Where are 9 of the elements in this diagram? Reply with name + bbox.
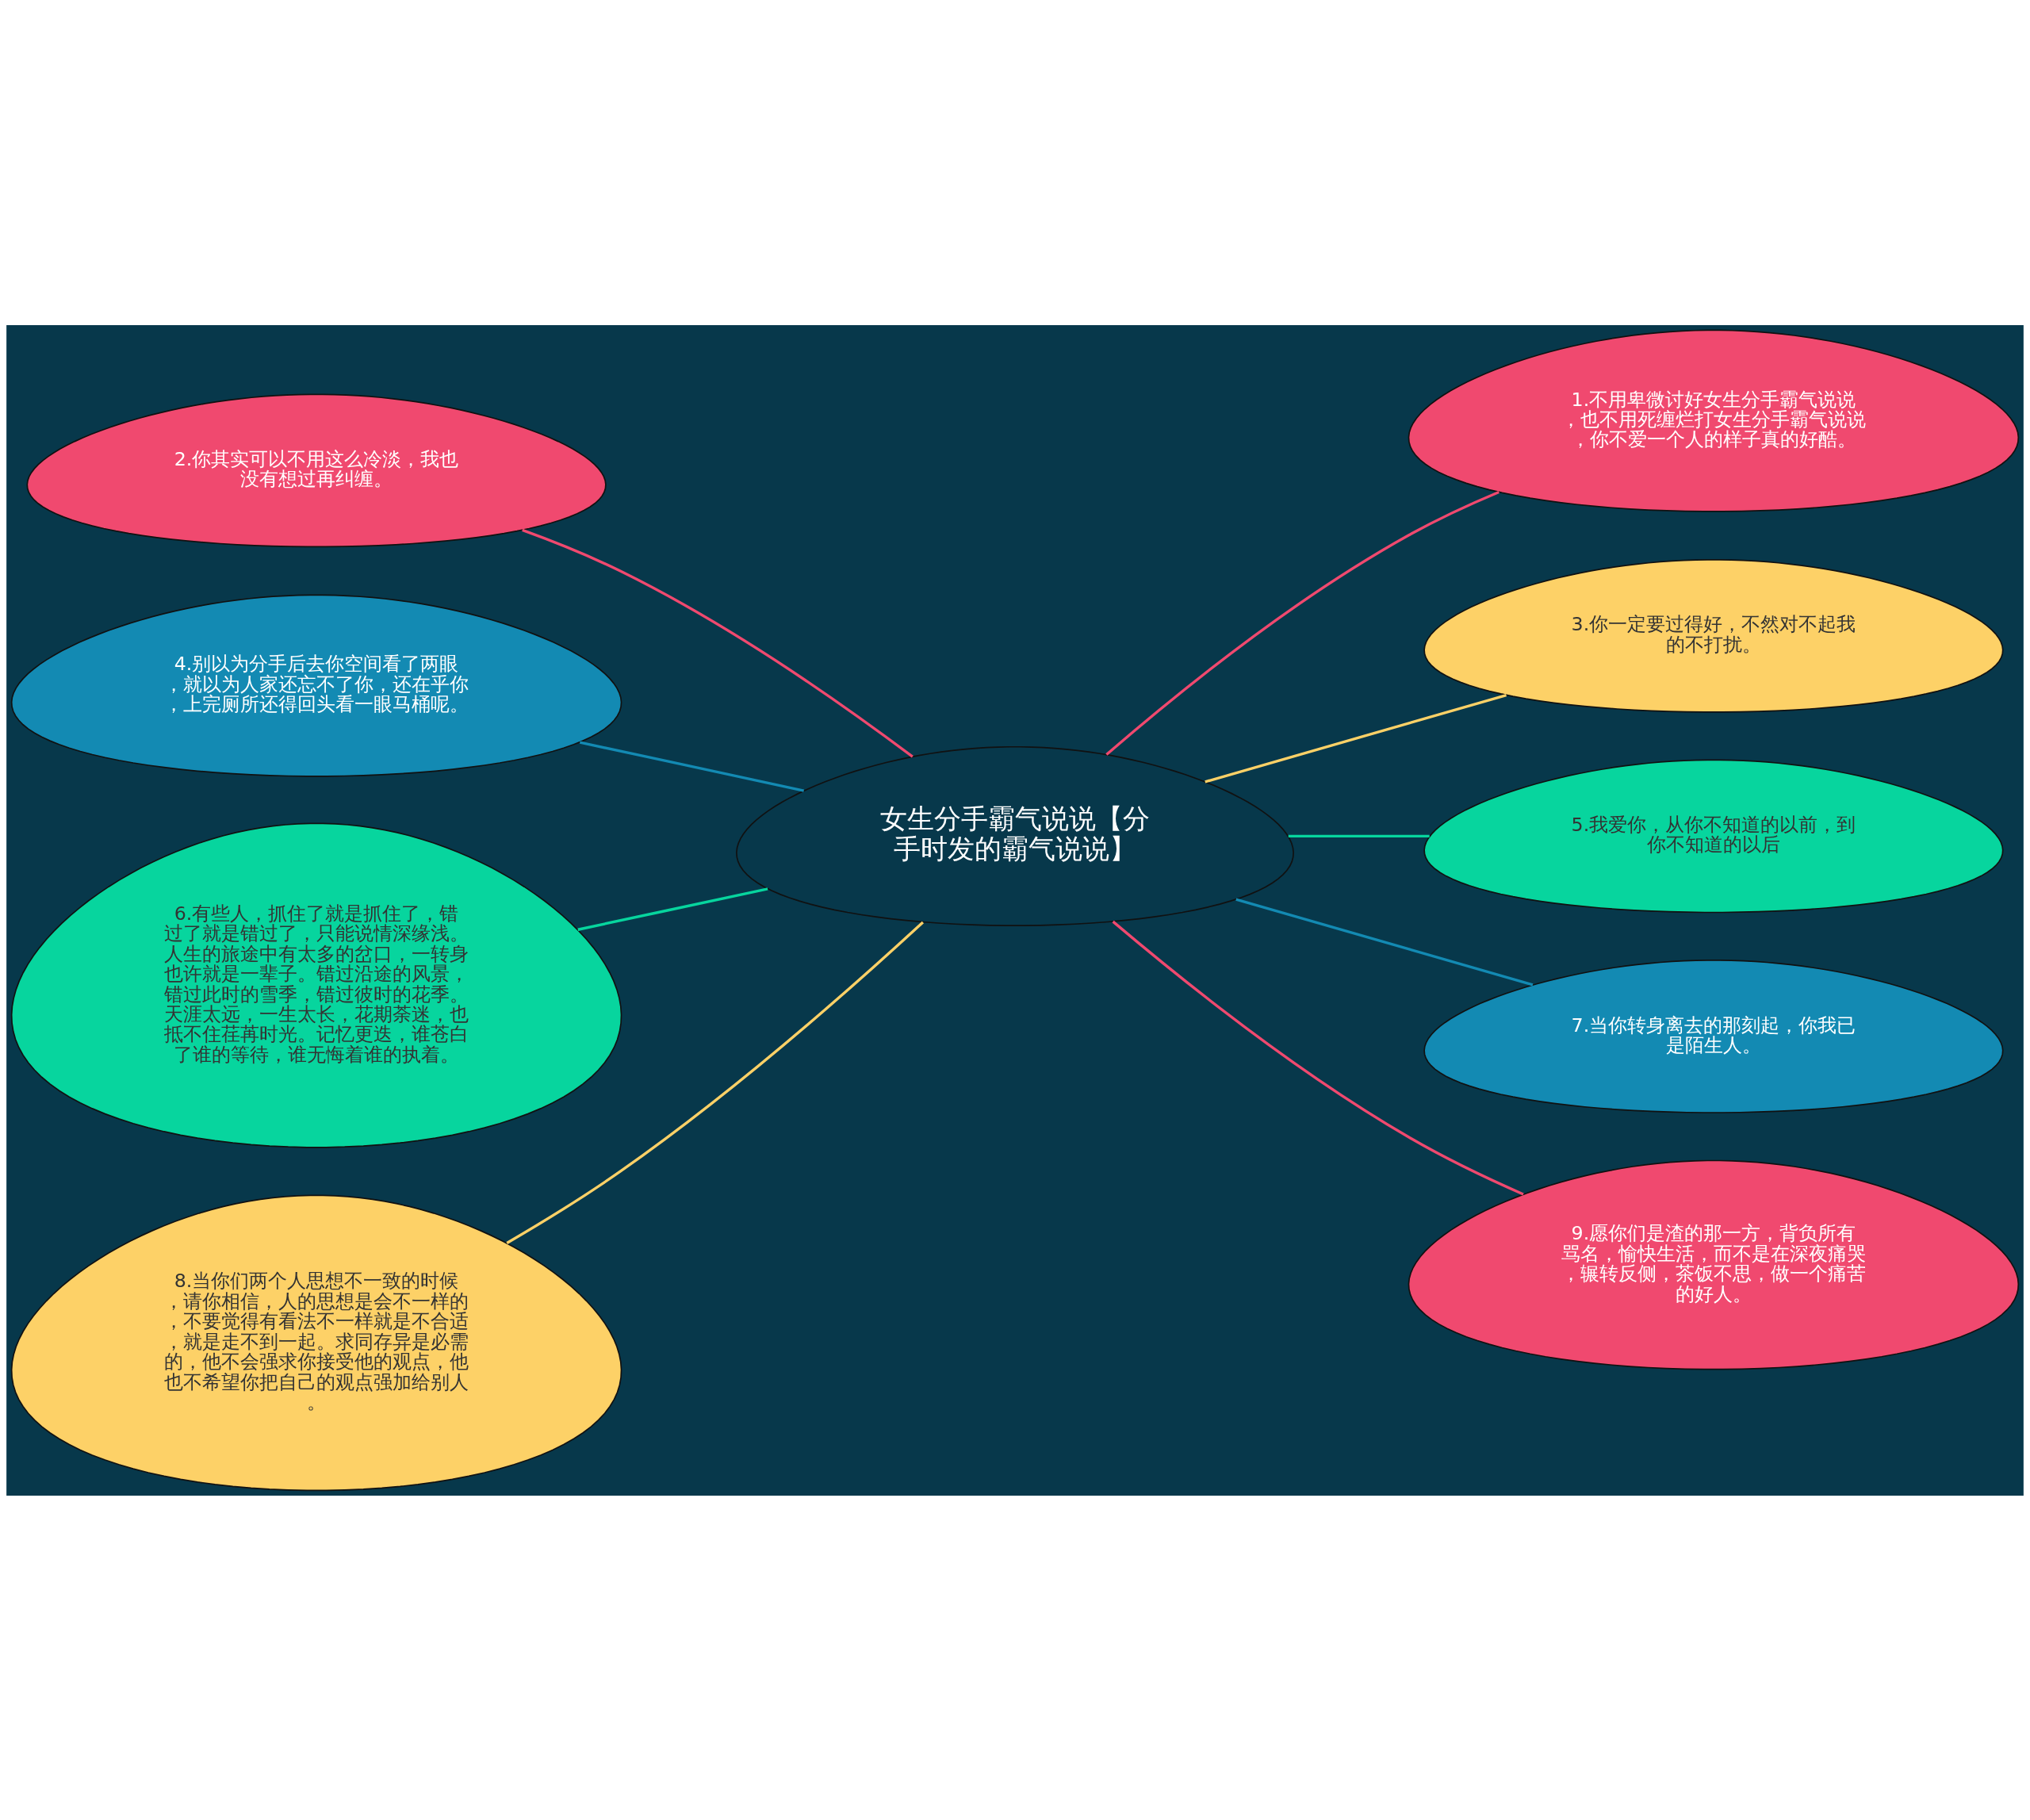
connector (522, 528, 914, 757)
connector (577, 887, 768, 931)
connector (1205, 693, 1507, 784)
connector (506, 921, 925, 1244)
connector (1105, 490, 1500, 756)
connector (1112, 920, 1524, 1195)
connector (1235, 898, 1534, 986)
connector (1288, 834, 1430, 837)
connector (579, 740, 805, 792)
